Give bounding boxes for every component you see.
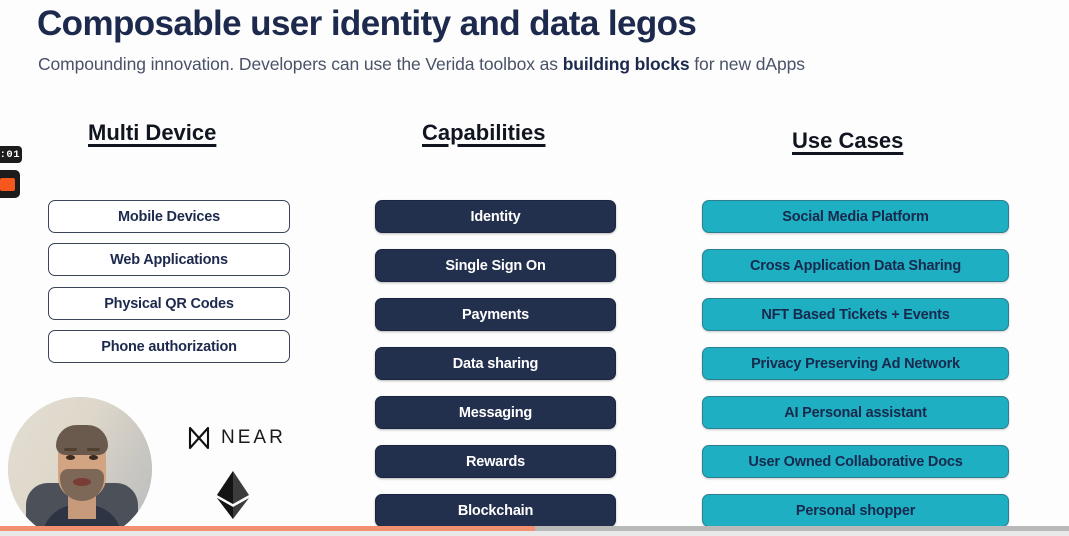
webcam-eyebrow-left (64, 448, 77, 451)
multi-device-item[interactable]: Web Applications (48, 243, 290, 276)
presenter-webcam-bubble[interactable] (8, 397, 152, 536)
webcam-eye-left (66, 455, 75, 460)
near-logo-mark (186, 425, 212, 451)
column-heading-use-cases: Use Cases (792, 128, 904, 153)
column-heading-multi-device: Multi Device (88, 120, 217, 145)
multi-device-item[interactable]: Physical QR Codes (48, 287, 290, 320)
progress-bar-track[interactable] (0, 526, 1069, 531)
stop-recording-button[interactable] (0, 170, 20, 198)
stop-square-icon (0, 177, 15, 191)
subtitle-text-before: Compounding innovation. Developers can u… (38, 54, 563, 74)
capability-item[interactable]: Payments (375, 298, 616, 331)
use-case-item[interactable]: User Owned Collaborative Docs (702, 445, 1009, 478)
use-case-item[interactable]: Cross Application Data Sharing (702, 249, 1009, 282)
progress-bar-fill (0, 526, 535, 531)
capability-item[interactable]: Identity (375, 200, 616, 233)
use-case-item[interactable]: AI Personal assistant (702, 396, 1009, 429)
near-logo-text: NEAR (221, 427, 286, 448)
use-case-item[interactable]: Social Media Platform (702, 200, 1009, 233)
near-logo: NEAR (186, 425, 286, 451)
capability-item[interactable]: Messaging (375, 396, 616, 429)
slide-title: Composable user identity and data legos (37, 4, 697, 43)
capability-item[interactable]: Data sharing (375, 347, 616, 380)
multi-device-item[interactable]: Phone authorization (48, 330, 290, 363)
bottom-edge-shadow (0, 531, 1069, 536)
recording-timer: :01 (0, 146, 22, 163)
webcam-eyebrow-right (87, 448, 100, 451)
use-case-item[interactable]: Personal shopper (702, 494, 1009, 527)
subtitle-text-bold: building blocks (562, 54, 690, 74)
slide-subtitle: Compounding innovation. Developers can u… (38, 54, 805, 75)
use-case-item[interactable]: NFT Based Tickets + Events (702, 298, 1009, 331)
subtitle-text-after: for new dApps (689, 54, 805, 74)
multi-device-item[interactable]: Mobile Devices (48, 200, 290, 233)
use-case-item[interactable]: Privacy Preserving Ad Network (702, 347, 1009, 380)
capability-item[interactable]: Blockchain (375, 494, 616, 527)
webcam-eye-right (89, 455, 98, 460)
webcam-mouth (73, 478, 91, 486)
column-heading-capabilities: Capabilities (422, 120, 546, 145)
capability-item[interactable]: Single Sign On (375, 249, 616, 282)
capability-item[interactable]: Rewards (375, 445, 616, 478)
ethereum-logo (215, 470, 251, 520)
